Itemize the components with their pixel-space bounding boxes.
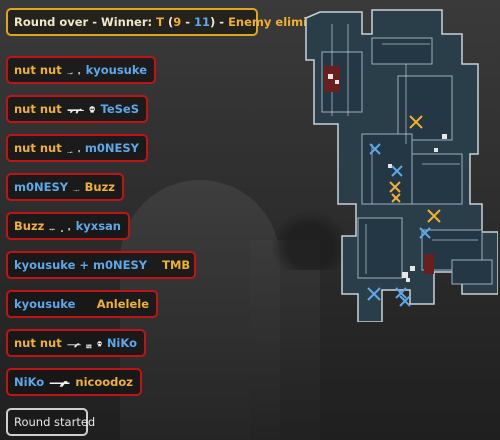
victim-name: NiKo	[106, 336, 137, 350]
score-close: )	[210, 15, 216, 29]
kill-feed-entry: nut nut TeSeS	[6, 95, 148, 123]
round-over-prefix: Round over - Winner:	[14, 15, 157, 29]
awp-icon	[49, 376, 70, 388]
killer-name: m0NESY	[14, 180, 69, 194]
headshot-icon	[68, 220, 71, 233]
score-ct: 11	[194, 15, 211, 29]
kill-feed-entry: Buzz kyxsan	[6, 212, 130, 240]
awp-icon	[66, 64, 73, 76]
score-separator: -	[181, 15, 195, 29]
kill-feed-entry: NiKo nicoodoz	[6, 368, 142, 396]
killer-name: nut nut	[14, 102, 62, 116]
kill-feed-entry: kyousuke + m0NESY TMB	[6, 251, 196, 281]
victim-name: kyousuke	[85, 63, 147, 77]
killer-name: nut nut	[14, 141, 62, 155]
killer-name: kyousuke	[14, 297, 76, 311]
background-tower	[250, 240, 320, 440]
headshot-icon	[89, 103, 96, 116]
killer-name: nut nut	[14, 63, 62, 77]
killer-name: Buzz	[14, 219, 45, 233]
round-over-sep: -	[215, 15, 229, 29]
headshot-icon	[96, 337, 102, 350]
kill-feed-entry: nut nut kyousuke	[6, 56, 156, 84]
ak47-icon	[49, 220, 56, 232]
round-over-text: Round over - Winner: T (9 - 11) - Enemy …	[14, 15, 345, 29]
score-open: (	[163, 15, 174, 29]
round-started-text: Round started	[14, 415, 96, 429]
kill-feed-entry: kyousuke Anlelele	[6, 290, 158, 318]
background-palm	[270, 210, 350, 270]
ct-death-markers	[367, 143, 431, 307]
kill-feed-entry: m0NESY Buzz	[6, 173, 124, 201]
round-started-banner: Round started	[6, 408, 95, 436]
radar-minimap	[305, 9, 498, 322]
victim-name: Anlelele	[96, 297, 149, 311]
victim-name: Buzz	[84, 180, 115, 194]
score-t: 9	[173, 15, 182, 29]
winner-team: T	[156, 15, 164, 29]
victim-name: nicoodoz	[75, 375, 133, 389]
rifle-icon	[73, 181, 80, 193]
killer-name: NiKo	[14, 375, 45, 389]
killer-name: nut nut	[14, 336, 62, 350]
headshot-icon	[77, 142, 80, 155]
wallbang-icon	[86, 338, 92, 349]
wallbang-icon	[60, 221, 64, 232]
victim-name: kyxsan	[75, 219, 121, 233]
t-death-markers	[389, 115, 441, 223]
awp-icon	[66, 142, 73, 154]
victim-name: TeSeS	[100, 102, 139, 116]
round-over-banner: Round over - Winner: T (9 - 11) - Enemy …	[6, 8, 345, 36]
ak47-icon	[67, 103, 84, 115]
kill-feed-entry: nut nut NiKo	[6, 329, 146, 357]
victim-name: m0NESY	[84, 141, 139, 155]
site-zone	[424, 254, 434, 274]
awp-icon	[67, 337, 81, 349]
kill-feed-entry: nut nut m0NESY	[6, 134, 148, 162]
killer-name: kyousuke + m0NESY	[14, 258, 148, 272]
ak47-icon	[80, 298, 82, 310]
headshot-icon	[78, 64, 81, 77]
victim-name: TMB	[162, 258, 191, 272]
